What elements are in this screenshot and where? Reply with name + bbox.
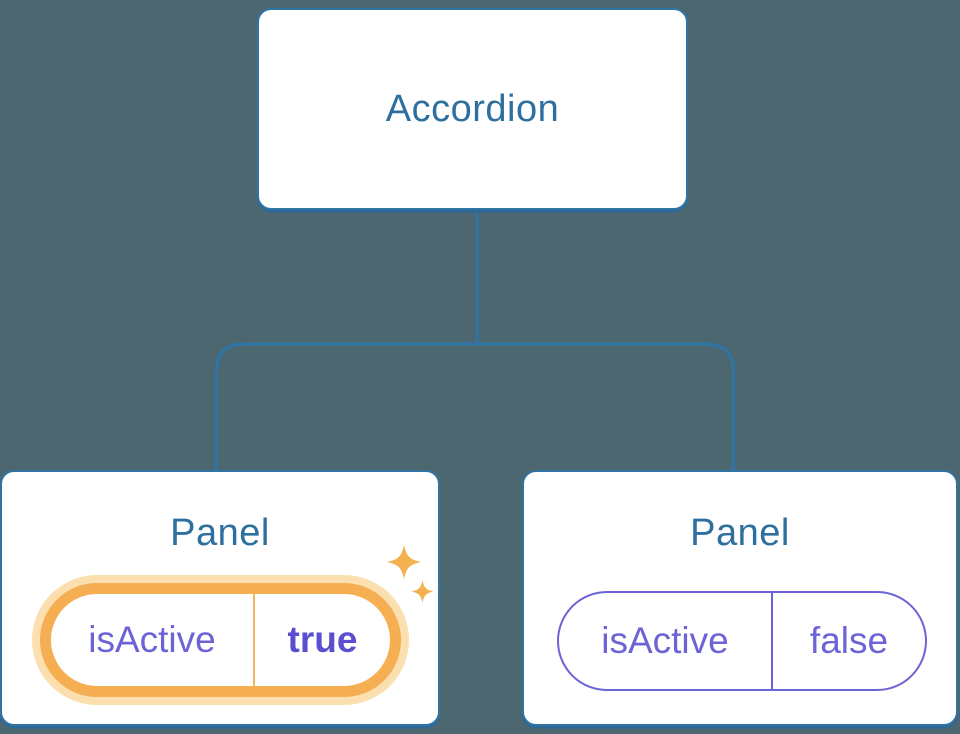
panel-title: Panel (690, 512, 790, 554)
accordion-node-label: Accordion (385, 87, 560, 130)
state-value: false (773, 593, 925, 689)
state-pill-inactive: isActive false (557, 591, 927, 691)
sparkle-icon (411, 580, 434, 603)
state-key-label: isActive (88, 619, 216, 660)
state-value: true (255, 594, 390, 686)
state-pill-active: isActive true (40, 583, 401, 697)
state-key: isActive (559, 593, 773, 689)
sparkle-icon (386, 544, 422, 580)
state-key-label: isActive (601, 620, 729, 661)
state-value-label: true (287, 619, 358, 660)
state-value-label: false (809, 620, 889, 661)
panel-node-active: Panel isActive true (0, 470, 440, 726)
panel-node-inactive: Panel isActive false (522, 470, 958, 726)
state-key: isActive (51, 594, 255, 686)
panel-title: Panel (170, 512, 270, 554)
accordion-node: Accordion (257, 8, 688, 210)
connector-branch (214, 342, 736, 470)
